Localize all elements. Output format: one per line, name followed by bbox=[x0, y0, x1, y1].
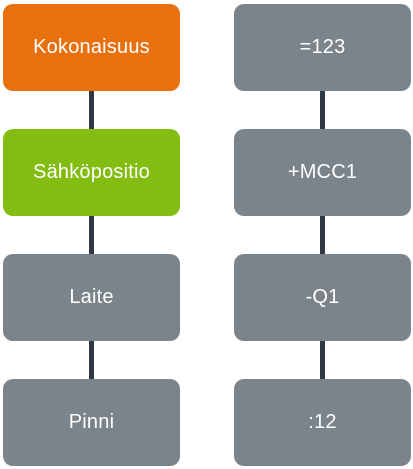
box-label: -Q1 bbox=[305, 286, 340, 308]
connector-line bbox=[320, 86, 325, 134]
box-label: Kokonaisuus bbox=[33, 36, 150, 58]
connector-line bbox=[89, 86, 94, 134]
code-12-box: :12 bbox=[234, 379, 411, 466]
laite-box: Laite bbox=[3, 254, 180, 341]
box-label: Laite bbox=[69, 286, 114, 308]
connector-line bbox=[89, 211, 94, 259]
sahkopositio-box: Sähköpositio bbox=[3, 129, 180, 216]
box-label: =123 bbox=[299, 36, 346, 58]
code-q1-box: -Q1 bbox=[234, 254, 411, 341]
box-label: Pinni bbox=[68, 411, 115, 433]
code-123-box: =123 bbox=[234, 4, 411, 91]
connector-line bbox=[89, 336, 94, 384]
pinni-box: Pinni bbox=[3, 379, 180, 466]
kokonaisuus-box: Kokonaisuus bbox=[3, 4, 180, 91]
box-label: :12 bbox=[308, 411, 337, 433]
connector-line bbox=[320, 211, 325, 259]
right-column: =123 +MCC1 -Q1 :12 bbox=[234, 0, 411, 469]
box-label: +MCC1 bbox=[287, 161, 358, 183]
connector-line bbox=[320, 336, 325, 384]
left-column: Kokonaisuus Sähköpositio Laite Pinni bbox=[3, 0, 180, 469]
code-mcc1-box: +MCC1 bbox=[234, 129, 411, 216]
box-label: Sähköpositio bbox=[33, 161, 150, 183]
